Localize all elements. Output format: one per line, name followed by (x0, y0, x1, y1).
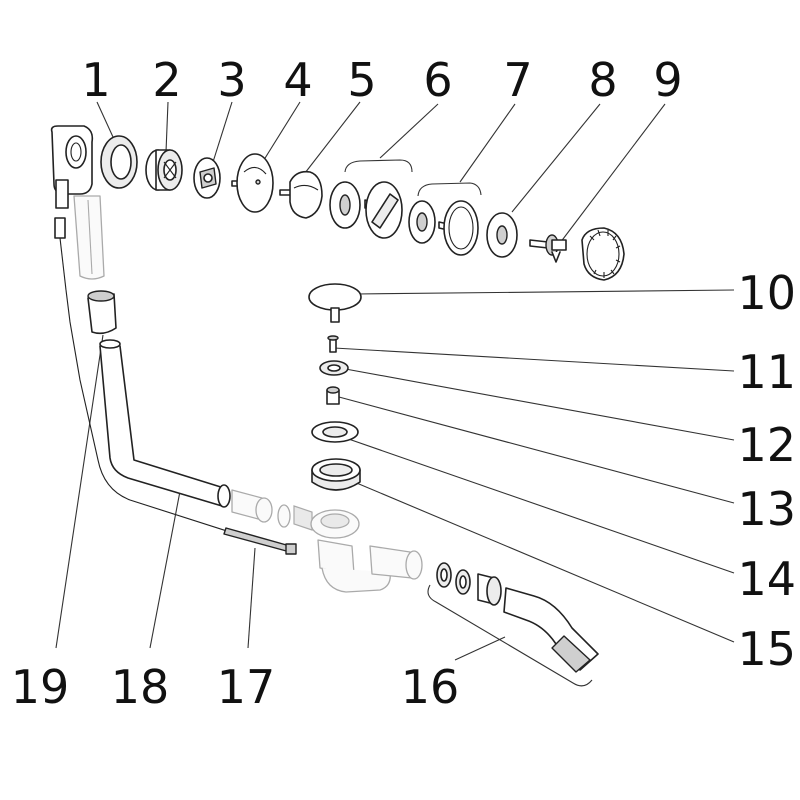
callout-15: 15 (737, 622, 796, 676)
overflow-body (50, 125, 105, 280)
knurled-knob (581, 227, 625, 281)
callout-9: 9 (653, 53, 682, 107)
callout-19: 19 (11, 660, 70, 714)
callout-8: 8 (588, 53, 617, 107)
callout-numbers: 1 2 3 4 5 6 7 8 9 10 11 12 13 14 15 16 1… (11, 53, 796, 714)
callout-1: 1 (81, 53, 110, 107)
callout-4: 4 (283, 53, 312, 107)
screw (327, 335, 339, 353)
leader-13 (338, 396, 735, 504)
sleeve-nut (326, 386, 340, 405)
callout-6: 6 (423, 53, 452, 107)
leader-7 (459, 103, 516, 183)
callout-3: 3 (217, 53, 246, 107)
callout-10: 10 (737, 266, 796, 320)
leader-12 (339, 367, 735, 441)
backing-disc (486, 212, 518, 258)
leader-14 (336, 434, 735, 574)
spindle (529, 234, 567, 263)
leader-16 (427, 584, 593, 687)
callout-7: 7 (503, 53, 532, 107)
callout-13: 13 (737, 482, 796, 536)
seal-ring (311, 458, 361, 491)
leader-17 (247, 547, 256, 649)
gasket-ring (100, 135, 138, 189)
bracket-7 (417, 182, 482, 197)
leader-10 (355, 289, 735, 295)
drain-assembly (231, 489, 423, 593)
spider-insert (193, 157, 221, 199)
rosette-cap (231, 153, 274, 213)
overflow-pipe (99, 339, 231, 508)
bushing (145, 149, 183, 191)
leader-2 (165, 101, 169, 153)
leader-9 (559, 103, 666, 244)
callout-14: 14 (737, 552, 796, 606)
disc-and-lever-cover (329, 181, 403, 239)
callout-11: 11 (737, 345, 796, 399)
leader-1 (96, 101, 114, 138)
leader-3 (212, 101, 233, 163)
leader-15 (339, 475, 735, 643)
callout-17: 17 (217, 660, 276, 714)
leader-5 (304, 101, 361, 174)
stopper-plug (308, 283, 362, 323)
callout-5: 5 (347, 53, 376, 107)
pipe-sleeve (87, 290, 117, 335)
leader-4 (261, 101, 301, 164)
callout-18: 18 (111, 660, 170, 714)
bracket-6 (344, 159, 413, 173)
leader-19 (55, 334, 104, 649)
callout-12: 12 (737, 418, 796, 472)
dome-cover (279, 170, 323, 219)
leader-18 (149, 485, 182, 649)
leader-11 (333, 347, 735, 372)
callout-16: 16 (401, 660, 460, 714)
leader-16-b (454, 636, 506, 661)
leader-lines (55, 101, 735, 687)
bowden-cable (54, 217, 297, 555)
leader-6 (379, 103, 439, 159)
disc-and-ring-cover (408, 200, 479, 256)
strainer-flange (311, 421, 359, 443)
leader-8 (511, 103, 601, 213)
outlet-elbow-set (436, 562, 599, 673)
washer (319, 360, 349, 376)
callout-2: 2 (152, 53, 181, 107)
